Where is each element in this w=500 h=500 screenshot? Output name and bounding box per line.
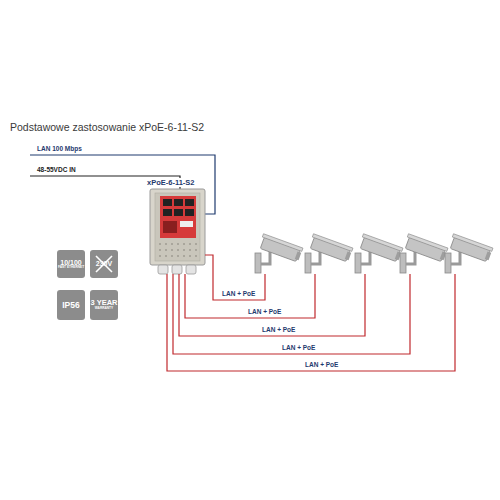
- badge-text: 3 YEAR: [91, 299, 118, 307]
- feature-badge: 10/100FAST ETHERNET: [57, 250, 85, 278]
- connection-label: LAN + PoE: [248, 308, 281, 315]
- badge-text: IP56: [62, 301, 80, 310]
- device-illustration: [150, 189, 205, 274]
- connection-label: LAN + PoE: [222, 290, 255, 297]
- camera-icon: [255, 234, 303, 273]
- badge-text: 10/100: [60, 259, 81, 266]
- diagram-title: Podstawowe zastosowanie xPoE-6-11-S2: [10, 121, 204, 133]
- lan-wire: [30, 155, 215, 214]
- poe-wire: [173, 274, 410, 354]
- badge-text: FAST ETHERNET: [58, 266, 84, 269]
- poe-wire: [167, 274, 455, 371]
- camera-icon: [305, 234, 353, 273]
- poe-switch-box: xPoE-6-11-S2: [150, 189, 205, 265]
- poe-wire: [179, 274, 365, 336]
- cross-mark: [90, 250, 118, 278]
- poe-wire: [205, 255, 265, 300]
- poe-wire: [185, 274, 315, 318]
- feature-badge: IP56: [57, 290, 85, 320]
- device-name: xPoE-6-11-S2: [147, 178, 195, 187]
- connection-label: LAN + PoE: [305, 361, 338, 368]
- badge-text: WARRANTY: [95, 307, 113, 310]
- camera-icon: [400, 234, 448, 273]
- feature-badge: 230V: [90, 250, 118, 278]
- input-label: LAN 100 Mbps: [37, 145, 82, 152]
- connection-label: LAN + PoE: [262, 326, 295, 333]
- feature-badge: 3 YEARWARRANTY: [90, 290, 118, 320]
- input-label: 48-55VDC IN: [37, 166, 76, 173]
- connection-label: LAN + PoE: [282, 344, 315, 351]
- camera-icon: [445, 234, 493, 273]
- camera-icon: [355, 234, 403, 273]
